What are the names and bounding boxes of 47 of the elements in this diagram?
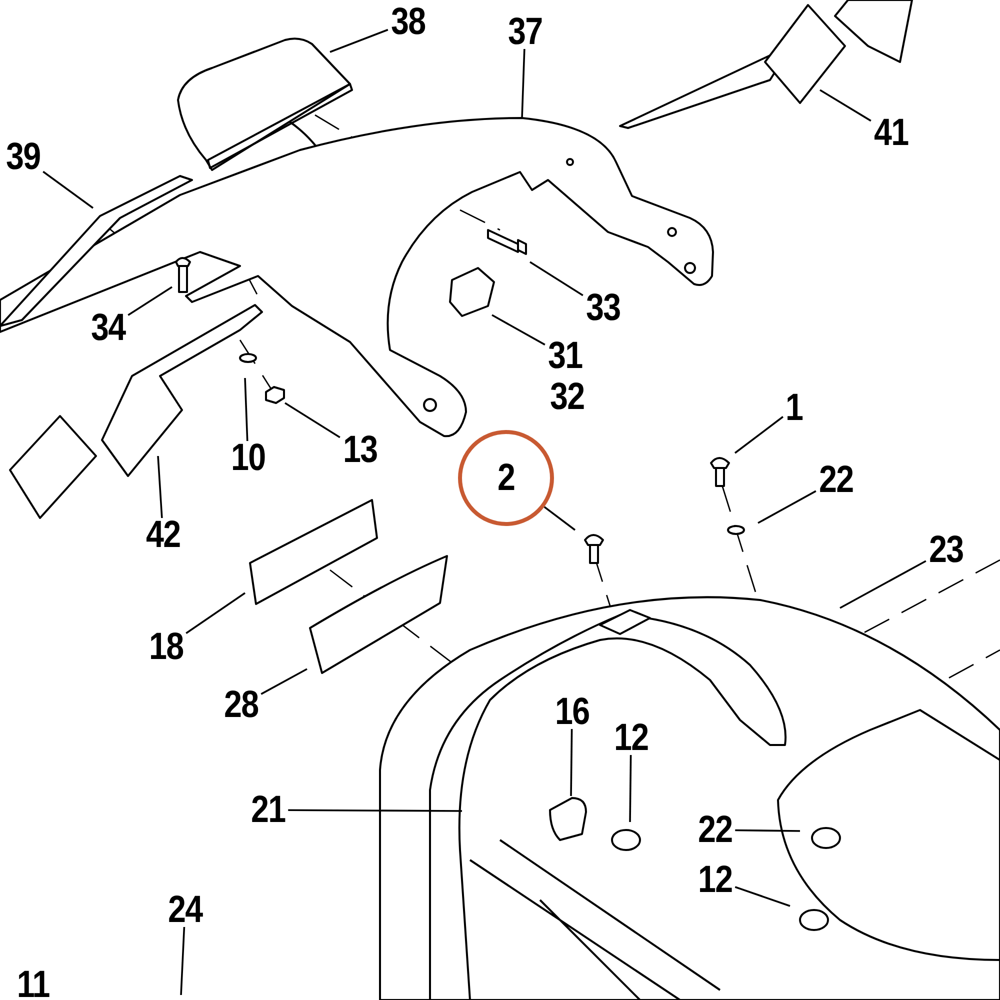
callout-number: 31: [548, 337, 582, 375]
callout-number: 22: [698, 811, 732, 849]
leader-line: [128, 286, 172, 316]
leader-line: [186, 592, 246, 634]
leader-line: [820, 89, 872, 122]
leader-line: [840, 560, 926, 609]
callout-number: 12: [614, 719, 648, 757]
callout-number: 38: [390, 3, 426, 41]
callout-number: 12: [698, 861, 732, 899]
leader-line: [758, 490, 816, 524]
callout-number: 23: [928, 531, 964, 569]
leader-line: [42, 170, 94, 209]
callout-number: 33: [586, 289, 620, 327]
callout-number: 16: [554, 693, 590, 731]
callout-number: 41: [874, 114, 908, 152]
callout-number: 39: [6, 138, 40, 176]
leader-line: [180, 926, 186, 996]
callout-number: 34: [90, 309, 126, 347]
callout-number: 13: [342, 431, 378, 469]
leader-line: [288, 809, 462, 812]
callout-number: 37: [508, 13, 542, 51]
callout-number: 28: [224, 686, 258, 724]
leader-line: [260, 668, 308, 695]
leader-line: [330, 28, 388, 53]
callout-number: 42: [146, 516, 180, 554]
leader-line: [244, 378, 248, 442]
leader-line: [734, 416, 784, 454]
callout-number: 21: [250, 791, 286, 829]
callout-number: 10: [230, 439, 266, 477]
leader-line: [544, 506, 576, 531]
callout-number: 24: [168, 891, 202, 929]
leader-line: [284, 402, 340, 438]
callout-number: 32: [550, 378, 584, 416]
leader-line: [629, 754, 632, 822]
highlight-circle: [458, 430, 554, 526]
leader-line: [492, 314, 546, 346]
callout-number: 18: [148, 628, 184, 666]
leader-line: [735, 829, 800, 832]
leader-line: [570, 728, 573, 796]
callout-number: 2: [497, 459, 515, 497]
leader-line: [157, 456, 163, 518]
callout-number: 11: [16, 966, 50, 1000]
callout-number: 1: [786, 389, 804, 427]
leader-line: [530, 261, 584, 296]
callout-number: 22: [818, 461, 854, 499]
leader-line: [734, 886, 790, 907]
leader-line: [521, 48, 526, 118]
